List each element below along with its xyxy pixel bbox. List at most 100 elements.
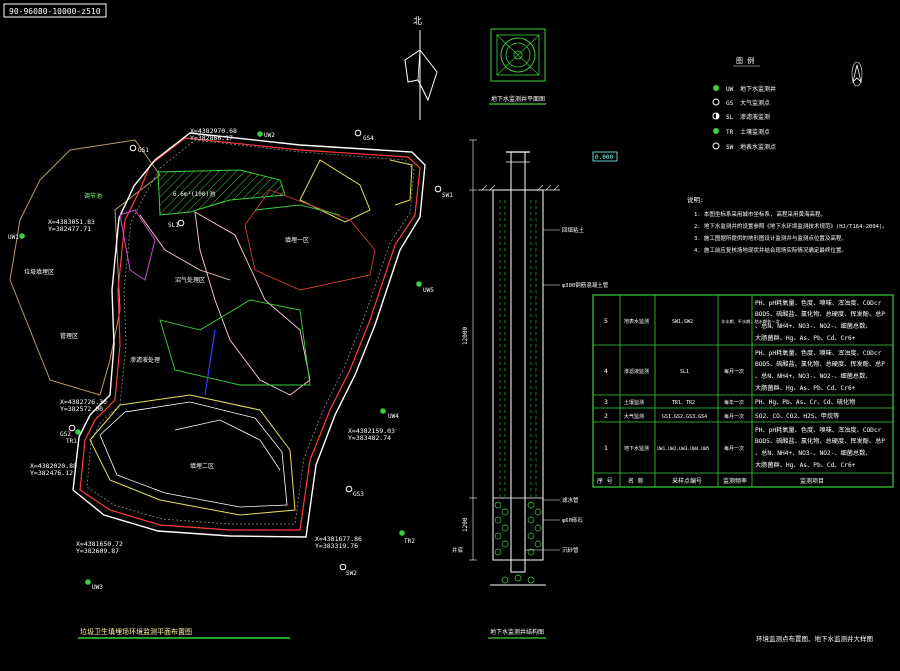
perimeter-road [72, 132, 426, 538]
coord-y: Y=383319.76 [315, 542, 358, 550]
svg-text:TR1: TR1 [66, 438, 77, 445]
zone-label-2: 管理区 [60, 332, 78, 340]
coord-y: Y=382866.17 [190, 134, 233, 142]
coord-x: X=4382726.30 [60, 398, 107, 406]
coord-y: Y=383482.74 [348, 434, 391, 442]
coord-x: X=4382020.88 [30, 462, 77, 470]
svg-text:监测项目: 监测项目 [800, 477, 824, 485]
table-row: 1 地下水监测 UW1.UW2.UW3.UW4.UW5 每月一次 PH、pH耗氧… [604, 426, 885, 469]
svg-text:采样点编号: 采样点编号 [672, 477, 702, 485]
coord-y: Y=382476.12 [30, 469, 73, 477]
point-tr1: TR1 [66, 429, 81, 445]
coord-y: Y=382572.00 [60, 405, 103, 413]
svg-text:每年一次: 每年一次 [724, 399, 744, 406]
svg-text:4: 4 [604, 367, 608, 375]
point-gs4: GS4 [354, 129, 374, 142]
svg-text:PH、Hg、Pb、As、Cr、Cd、硫化物: PH、Hg、Pb、As、Cr、Cd、硫化物 [755, 398, 855, 406]
svg-text:SW2: SW2 [346, 570, 357, 577]
section-label: φ300钢筋混凝土管 [562, 281, 609, 289]
svg-text:UW1: UW1 [8, 234, 19, 241]
svg-text:GS1.GS2.GS3.GS4: GS1.GS2.GS3.GS4 [662, 414, 707, 420]
svg-text:每月一次: 每月一次 [724, 413, 744, 420]
svg-text:、总N、NH4+、NO3-、NO2-、细菌总数、: 、总N、NH4+、NO3-、NO2-、细菌总数、 [755, 322, 872, 330]
svg-text:SW: SW [726, 144, 734, 151]
table-row: 2 大气监测 GS1.GS2.GS3.GS4 每月一次 SO2、CO、CO2、H… [604, 412, 839, 420]
svg-text:GS3: GS3 [353, 491, 364, 498]
zone-label-5: 渗滤液处理 [130, 356, 160, 364]
legend-item-sw: SW 地表水监测点 [712, 142, 776, 151]
north-label: 北 [413, 16, 422, 27]
svg-text:SL1: SL1 [168, 222, 179, 229]
svg-text:UW3: UW3 [92, 584, 103, 591]
section-label: 井底 [452, 546, 464, 554]
table-row: 5 地表水监测 SW1.SW2 丰水期、平水期、枯水期各一次 PH、pH耗氧量、… [604, 299, 885, 342]
svg-text:PH、pH耗氧量、色度、嗅味、浑浊度、CODcr: PH、pH耗氧量、色度、嗅味、浑浊度、CODcr [755, 349, 882, 357]
north-arrow: 北 [404, 16, 438, 120]
legend-item-sl: SL 渗滤液监测 [712, 112, 770, 121]
sheet-title: 环境监测点布置图、地下水监测井大样图 [756, 634, 873, 643]
note-line: 1. 本图坐标系采用城市坐标系, 高程采用黄海高程。 [694, 210, 826, 218]
svg-text:每月一次: 每月一次 [724, 368, 744, 375]
svg-text:BOD5、硫酸盐、氯化物、总硬度、挥发酚、总P: BOD5、硫酸盐、氯化物、总硬度、挥发酚、总P [755, 360, 885, 368]
point-gs1: GS1 [129, 144, 149, 154]
svg-text:大肠菌群、Hg、As、Pb、Cd、Cr6+: 大肠菌群、Hg、As、Pb、Cd、Cr6+ [755, 461, 856, 469]
svg-text:大肠菌群、Hg、As、Pb、Cd、Cr6+: 大肠菌群、Hg、As、Pb、Cd、Cr6+ [755, 334, 856, 342]
pond-label: 6.6m³(100)池 [173, 190, 215, 198]
svg-text:GS: GS [726, 100, 734, 107]
svg-text:2: 2 [604, 412, 608, 420]
pond-hatch [157, 169, 286, 216]
coord-x: X=4381677.86 [315, 535, 362, 543]
map-title: 垃圾卫生填埋场环境监测平面布置图 [80, 627, 192, 636]
svg-text:SW1.SW2: SW1.SW2 [672, 319, 693, 325]
zone-label-6: 填埋二区 [190, 462, 214, 470]
svg-text:土壤监测: 土壤监测 [624, 399, 644, 406]
svg-text:、总N、NH4+、NO3-、NO2-、细菌总数、: 、总N、NH4+、NO3-、NO2-、细菌总数、 [755, 372, 872, 380]
notes-title: 说明: [687, 195, 704, 204]
svg-text:丰水期、平水期、枯水期各一次: 丰水期、平水期、枯水期各一次 [721, 318, 780, 325]
svg-text:大气监测: 大气监测 [624, 413, 644, 420]
svg-text:BOD5、硫酸盐、氯化物、总硬度、挥发酚、总P: BOD5、硫酸盐、氯化物、总硬度、挥发酚、总P [755, 437, 885, 445]
svg-text:渗滤液监测: 渗滤液监测 [740, 113, 770, 121]
svg-text:GS4: GS4 [363, 135, 374, 142]
svg-text:1: 1 [604, 444, 608, 452]
point-sl1: SL1 [168, 219, 185, 229]
well-plan-title: 地下水监测井平面图 [491, 95, 545, 103]
svg-text:土壤监测点: 土壤监测点 [740, 128, 770, 136]
svg-text:UW5: UW5 [423, 287, 434, 294]
svg-text:序 号: 序 号 [597, 477, 613, 485]
svg-text:大肠菌群、Hg、As、Pb、Cd、Cr6+: 大肠菌群、Hg、As、Pb、Cd、Cr6+ [755, 384, 856, 392]
point-gs2: GS2 [60, 424, 76, 438]
svg-text:PH、pH耗氧量、色度、嗅味、浑浊度、CODcr: PH、pH耗氧量、色度、嗅味、浑浊度、CODcr [755, 426, 882, 434]
coord-x: X=4382970.68 [190, 127, 237, 135]
svg-text:名 称: 名 称 [628, 477, 644, 485]
svg-text:地表水监测点: 地表水监测点 [740, 143, 776, 151]
svg-text:UW1.UW2.UW3.UW4.UW5: UW1.UW2.UW3.UW4.UW5 [657, 446, 710, 452]
svg-text:渗滤液监测: 渗滤液监测 [624, 368, 649, 375]
svg-text:SW1: SW1 [442, 192, 453, 199]
section-label: φ60砾石 [562, 516, 583, 524]
point-uw3: UW3 [85, 579, 103, 591]
svg-text:SL1: SL1 [680, 369, 689, 375]
point-sw1: SW1 [434, 185, 453, 199]
north-symbol [851, 61, 863, 87]
svg-text:地下水监测: 地下水监测 [624, 445, 649, 452]
svg-text:SL: SL [726, 114, 734, 121]
svg-text:GS1: GS1 [138, 147, 149, 154]
section-label: 滤水管 [562, 496, 579, 504]
point-uw2: UW2 [257, 131, 275, 139]
section-label: 回填粘土 [562, 226, 585, 234]
elev-tag: 0.000 [595, 154, 613, 161]
well-section: 12000 1200 0.000 [452, 139, 618, 639]
monitoring-points: UW1 UW2 UW3 UW4 UW5 GS1 GS2 GS3 GS4 SL1 … [8, 129, 453, 591]
coord-x: X=4381650.72 [76, 540, 123, 548]
svg-text:SO2、CO、CO2、H2S、甲烷等: SO2、CO、CO2、H2S、甲烷等 [755, 412, 839, 420]
coord-y: Y=382609.87 [76, 547, 119, 555]
drawing-code-box: 90-96080-10000-z510 [3, 3, 107, 18]
well-plan: 地下水监测井平面图 [489, 28, 546, 105]
section-label: 沉砂管 [562, 546, 579, 554]
svg-text:3: 3 [604, 398, 608, 406]
